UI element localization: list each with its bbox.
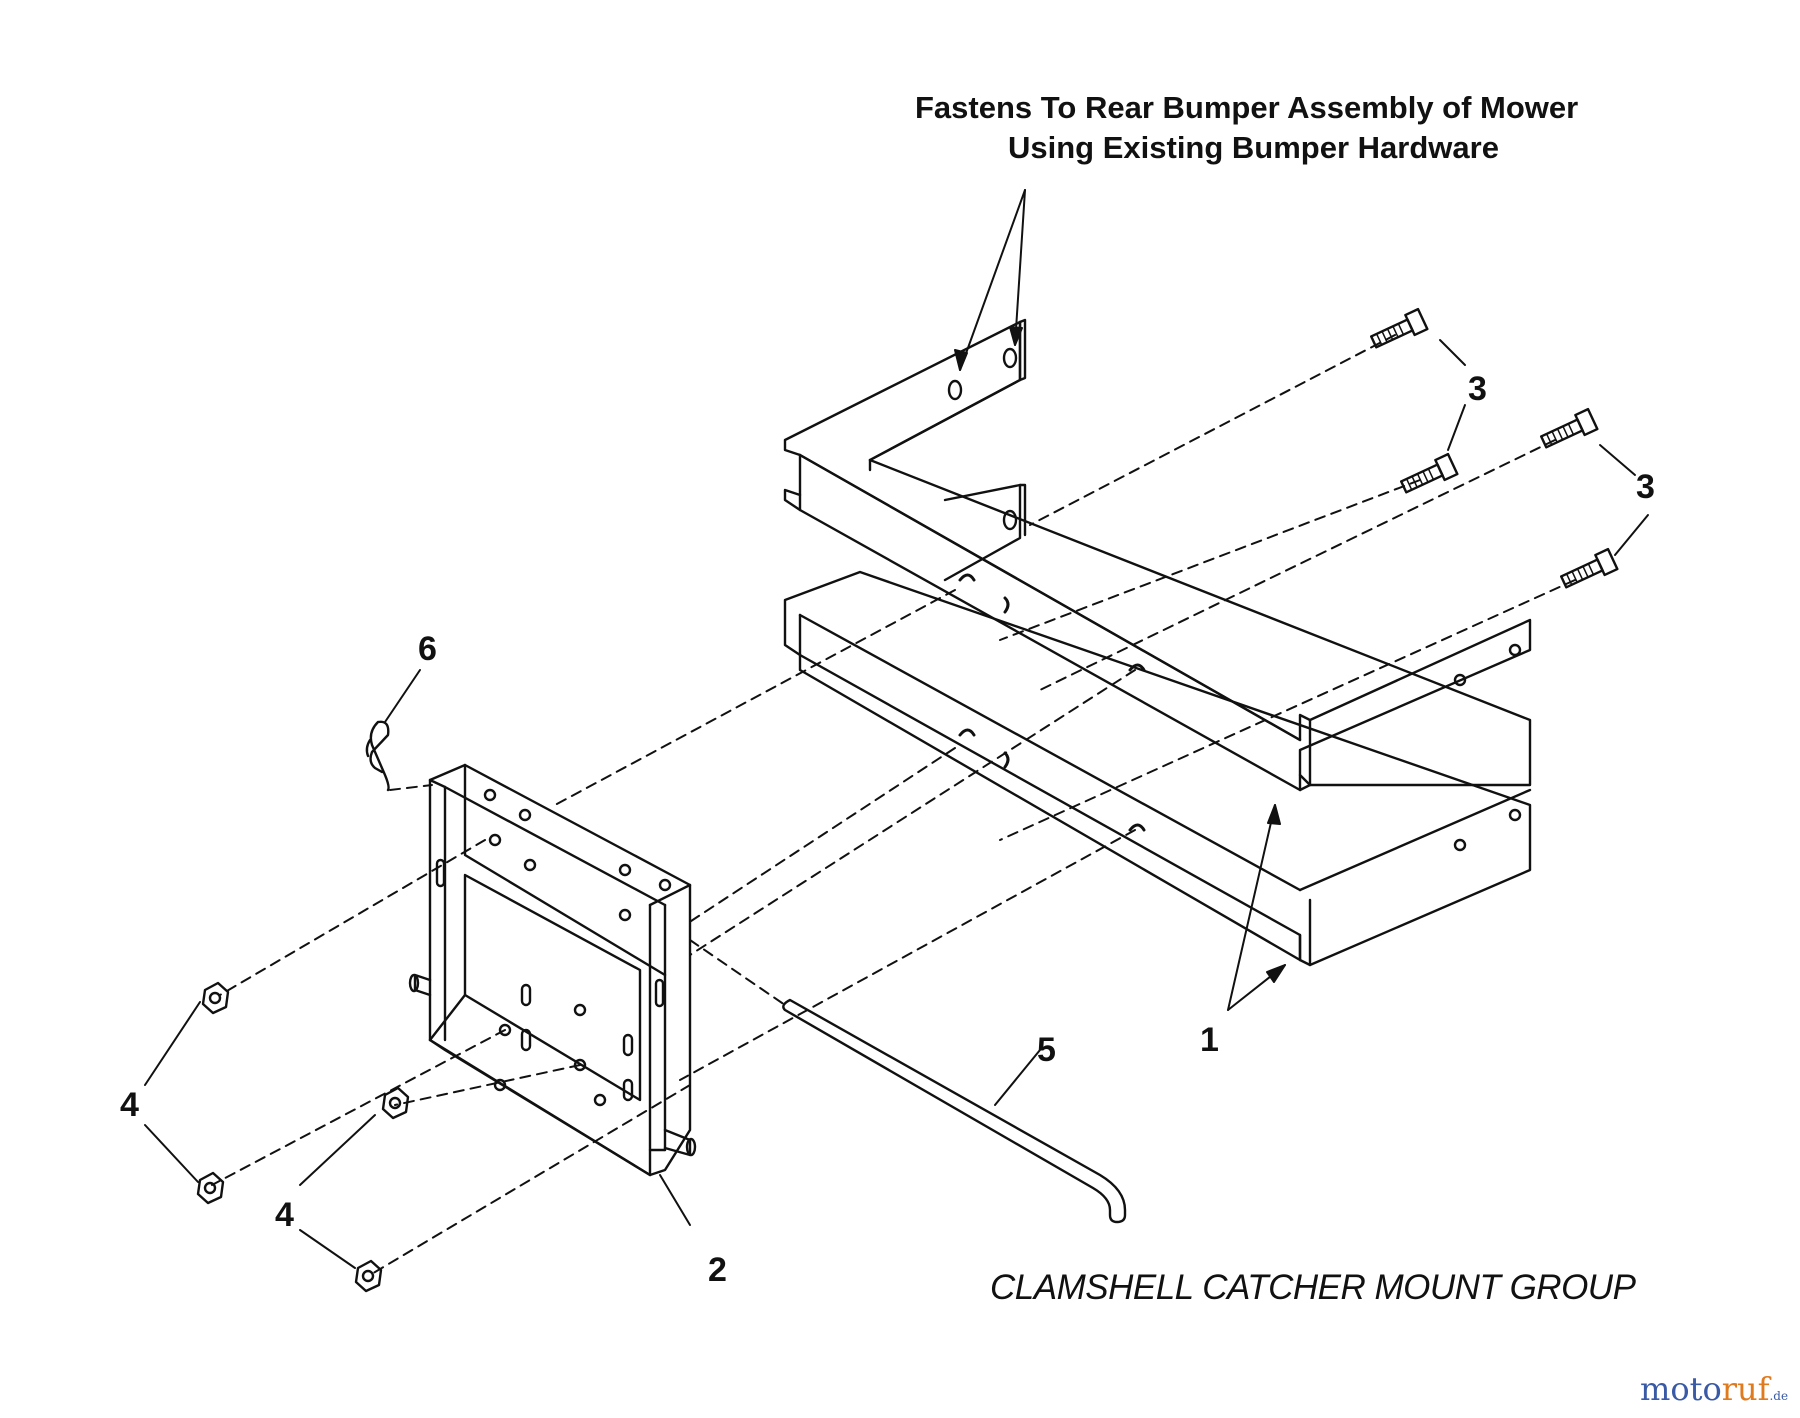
watermark-part-2: ruf xyxy=(1721,1370,1770,1408)
hairpin-part-6 xyxy=(365,720,390,792)
callout-part-5: 5 xyxy=(1037,1031,1056,1069)
watermark-part-3: .de xyxy=(1769,1389,1789,1403)
callout-part-4-lower: 4 xyxy=(275,1196,294,1234)
mounting-note-line-2: Using Existing Bumper Hardware xyxy=(1008,130,1499,165)
diagram-caption: CLAMSHELL CATCHER MOUNT GROUP xyxy=(990,1268,1636,1307)
callout-part-3-upper: 3 xyxy=(1468,370,1487,408)
bolt-group-part-3 xyxy=(1370,307,1619,589)
callout-part-1: 1 xyxy=(1200,1021,1219,1059)
callout-part-4-left: 4 xyxy=(120,1086,139,1124)
callout-part-6: 6 xyxy=(418,630,437,668)
leader-lines xyxy=(144,189,1649,1269)
callout-part-2: 2 xyxy=(708,1251,727,1289)
rod-part-5 xyxy=(782,998,1127,1224)
assembly-dashed-lines xyxy=(211,334,1576,1276)
callout-part-3-lower: 3 xyxy=(1636,468,1655,506)
watermark-part-1: moto xyxy=(1640,1370,1722,1408)
mounting-note-line-1: Fastens To Rear Bumper Assembly of Mower xyxy=(915,90,1579,125)
motoruf-watermark: motoruf.de xyxy=(1640,1370,1788,1408)
bumper-bracket-part-1 xyxy=(783,318,1532,967)
nut-group-part-4 xyxy=(196,981,410,1293)
mount-plate-part-2 xyxy=(408,763,697,1177)
